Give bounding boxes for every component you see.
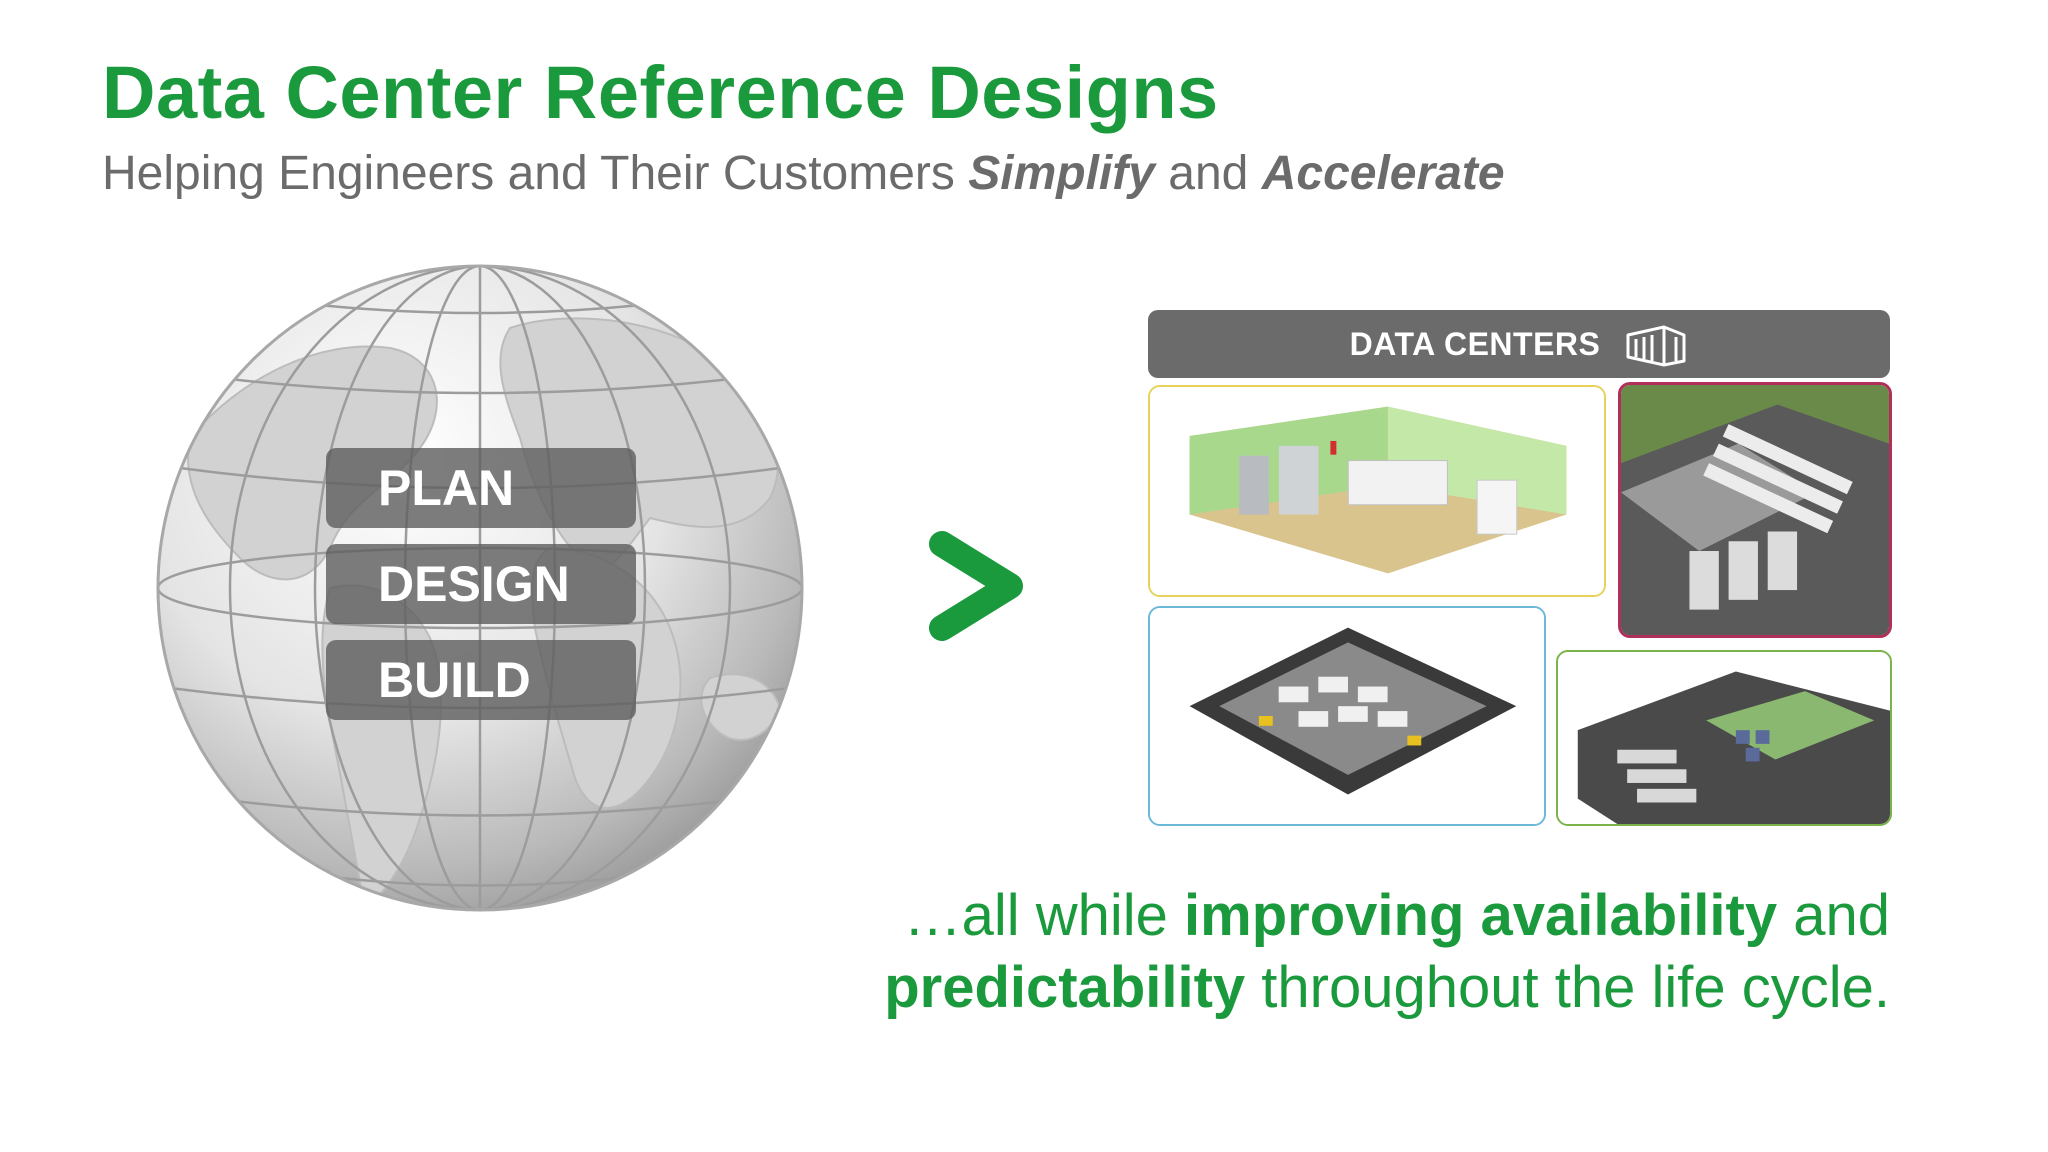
closing-line1-bold: improving availability — [1184, 883, 1778, 948]
chevron-right-icon — [929, 531, 1023, 641]
closing-line2-bold: predictability — [884, 955, 1246, 1020]
data-center-building-icon — [1626, 325, 1686, 367]
process-steps: PLAN DESIGN BUILD — [326, 448, 636, 736]
step-build: BUILD — [326, 640, 636, 720]
subtitle-emphasis-accelerate: Accelerate — [1261, 147, 1505, 200]
closing-statement: …all while improving availability and pre… — [884, 880, 1890, 1024]
page-subtitle: Helping Engineers and Their Customers Si… — [102, 146, 1505, 201]
closing-line1-prefix: …all while — [903, 883, 1185, 948]
data-centers-label: DATA CENTERS — [1349, 325, 1601, 362]
subtitle-prefix: Helping Engineers and Their Customers — [102, 147, 969, 200]
data-centers-header: DATA CENTERS — [1148, 310, 1890, 378]
data-center-room-render — [1148, 385, 1606, 597]
subtitle-middle: and — [1154, 147, 1262, 200]
step-plan: PLAN — [326, 448, 636, 528]
data-center-campus-render — [1618, 382, 1892, 638]
closing-line2-suffix: throughout the life cycle. — [1245, 955, 1890, 1020]
page-title: Data Center Reference Designs — [102, 51, 1219, 134]
step-design: DESIGN — [326, 544, 636, 624]
data-center-hall-render — [1148, 606, 1546, 826]
subtitle-emphasis-simplify: Simplify — [968, 147, 1155, 200]
closing-line1-suffix: and — [1777, 883, 1890, 948]
data-center-site-render — [1556, 650, 1892, 826]
